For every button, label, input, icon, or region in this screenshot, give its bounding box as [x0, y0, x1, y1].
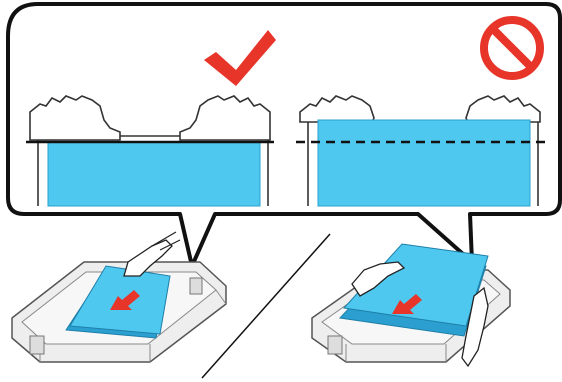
tray-overfilled [312, 244, 510, 366]
paper-stack-correct [48, 142, 260, 206]
paper-stack-overfilled [318, 120, 530, 206]
